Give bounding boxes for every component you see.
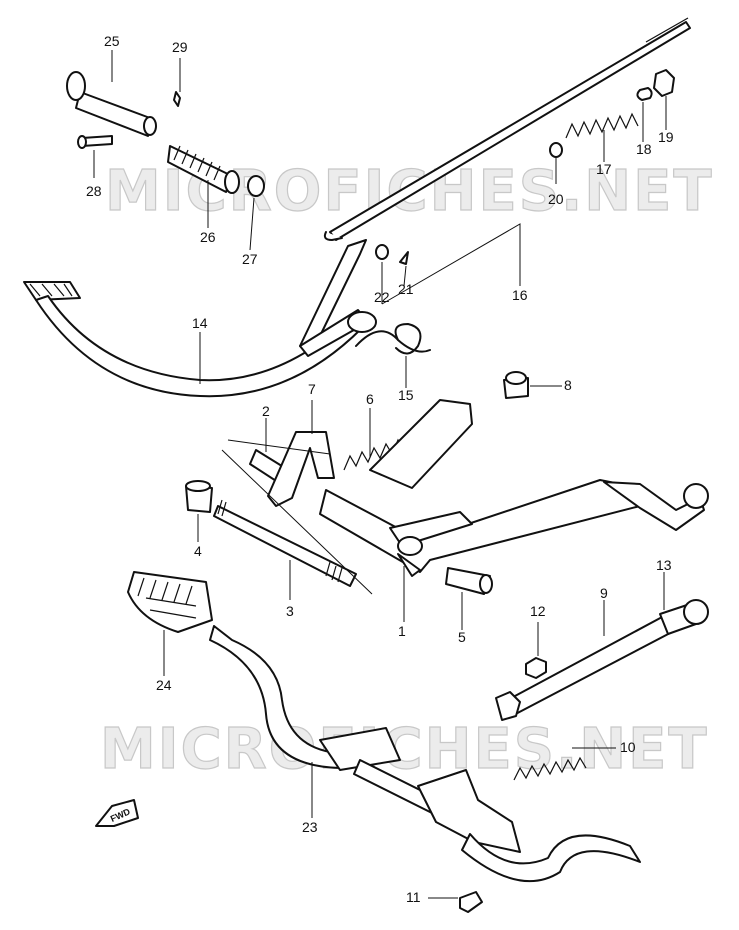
small-pin — [77, 135, 113, 149]
stand-shaft — [213, 499, 357, 587]
callout-2: 2 — [262, 403, 270, 419]
callout-9: 9 — [600, 585, 608, 601]
callout-12: 12 — [530, 603, 546, 619]
stopper — [503, 371, 529, 399]
leader-lines — [93, 50, 667, 899]
brake-rod — [323, 17, 691, 241]
footrest-bar — [209, 625, 641, 883]
forward-arrow-icon: FWD — [95, 799, 139, 827]
small-collar — [185, 480, 213, 513]
callout-14: 14 — [192, 315, 208, 331]
pivot-bolt — [66, 71, 157, 137]
hex-bolt — [459, 891, 483, 913]
side-stand-spring — [513, 756, 587, 781]
callout-8: 8 — [564, 377, 572, 393]
callout-16: 16 — [512, 287, 528, 303]
callout-15: 15 — [398, 387, 414, 403]
callout-19: 19 — [658, 129, 674, 145]
callout-23: 23 — [302, 819, 318, 835]
return-spring — [355, 323, 431, 355]
rod-washer — [549, 142, 563, 158]
callout-21: 21 — [398, 281, 414, 297]
callout-1: 1 — [398, 623, 406, 639]
rod-spring — [565, 112, 639, 139]
callout-27: 27 — [242, 251, 258, 267]
stand-bracket — [267, 431, 335, 507]
stand-collar-5 — [445, 567, 493, 595]
grip-washer — [247, 175, 265, 197]
callout-18: 18 — [636, 141, 652, 157]
stand-grip — [127, 571, 213, 633]
brake-pedal — [23, 239, 377, 398]
split-pin — [399, 251, 409, 265]
callout-28: 28 — [86, 183, 102, 199]
side-stand — [495, 615, 673, 721]
callout-11: 11 — [406, 889, 421, 905]
callout-13: 13 — [656, 557, 672, 573]
watermark-bottom: MICROFICHES.NET — [100, 717, 709, 782]
hex-nut — [525, 657, 547, 679]
cotter-pin — [173, 91, 181, 107]
callout-22: 22 — [374, 289, 390, 305]
callout-25: 25 — [104, 33, 120, 49]
rubber-grip — [167, 145, 240, 194]
small-washer — [375, 244, 389, 260]
callout-3: 3 — [286, 603, 294, 619]
callout-29: 29 — [172, 39, 188, 55]
callout-20: 20 — [548, 191, 564, 207]
adjust-nut — [653, 69, 675, 97]
callout-6: 6 — [366, 391, 374, 407]
callout-labels: 1 2 3 4 5 6 7 8 9 10 11 12 13 14 15 16 1… — [86, 33, 674, 905]
center-stand — [319, 399, 709, 577]
callout-24: 24 — [156, 677, 172, 693]
rod-pin — [636, 87, 653, 101]
callout-10: 10 — [620, 739, 636, 755]
callout-17: 17 — [596, 161, 612, 177]
callout-4: 4 — [194, 543, 202, 559]
callout-7: 7 — [308, 381, 316, 397]
stand-knob — [659, 599, 709, 635]
callout-26: 26 — [200, 229, 216, 245]
callout-5: 5 — [458, 629, 466, 645]
